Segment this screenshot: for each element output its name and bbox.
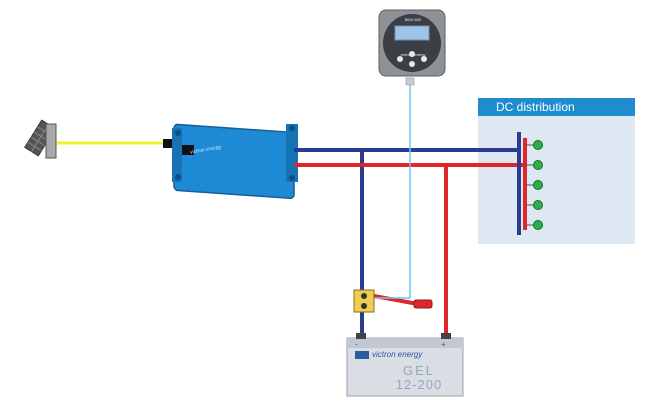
signal-connector <box>405 77 415 86</box>
dc-distribution-title: DC distribution <box>478 98 635 116</box>
terminal-4 <box>533 200 543 210</box>
terminal-3 <box>533 180 543 190</box>
battery-type-label: GEL <box>402 363 435 378</box>
battery-monitor <box>378 9 446 77</box>
terminal-2 <box>533 160 543 170</box>
battery-positive-sign: + <box>441 340 446 349</box>
battery-monitor-title: BMV-600 <box>404 17 422 22</box>
signal-cable <box>370 80 411 299</box>
battery-model-label: 12-200 <box>395 377 443 392</box>
solar-charge-controller <box>172 123 298 200</box>
battery-logo-icon <box>355 351 369 359</box>
solar-panel-icon <box>24 119 57 159</box>
battery <box>346 333 464 397</box>
terminal-5 <box>533 220 543 230</box>
battery-brand-label: victron energy <box>372 350 423 359</box>
battery-monitor-brand: victron energy <box>400 52 426 57</box>
fuse <box>413 299 433 309</box>
dc-distribution-panel <box>478 98 635 244</box>
shunt <box>353 289 375 313</box>
terminal-1 <box>533 140 543 150</box>
battery-negative-sign: - <box>355 340 358 349</box>
distribution-terminals <box>525 140 543 230</box>
solar-connector <box>163 139 175 148</box>
